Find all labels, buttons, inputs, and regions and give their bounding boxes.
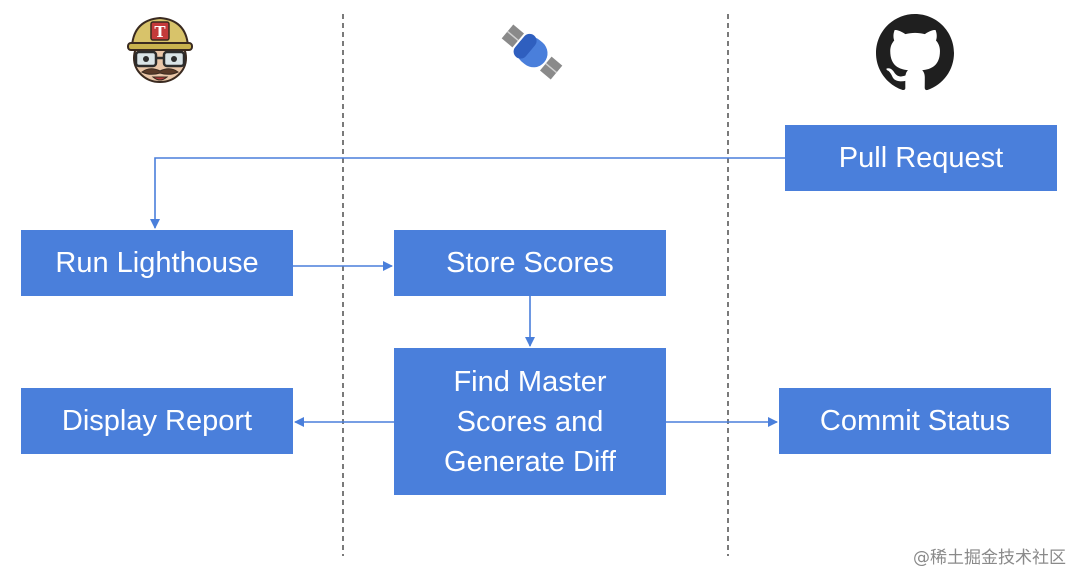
run-lighthouse-label: Run Lighthouse <box>55 247 259 279</box>
firebase-logo <box>492 12 572 92</box>
svg-text:T: T <box>154 23 166 41</box>
find-master-scores-node: Find Master Scores and Generate Diff <box>394 348 666 495</box>
travis-ci-logo: T <box>120 10 200 90</box>
arrow-pull-request-to-run-lighthouse <box>150 157 785 229</box>
store-scores-label: Store Scores <box>446 247 614 279</box>
commit-status-label: Commit Status <box>819 405 1011 437</box>
pull-request-node: Pull Request <box>785 125 1057 191</box>
github-logo <box>876 14 954 92</box>
run-lighthouse-node: Run Lighthouse <box>21 230 293 296</box>
commit-status-node: Commit Status <box>779 388 1051 454</box>
watermark-text: @稀土掘金技术社区 <box>913 548 1066 568</box>
find-master-scores-label: Find Master Scores and Generate Diff <box>444 365 616 478</box>
display-report-node: Display Report <box>21 388 293 454</box>
store-scores-node: Store Scores <box>394 230 666 296</box>
display-report-label: Display Report <box>61 405 253 437</box>
pull-request-label: Pull Request <box>838 142 1004 174</box>
